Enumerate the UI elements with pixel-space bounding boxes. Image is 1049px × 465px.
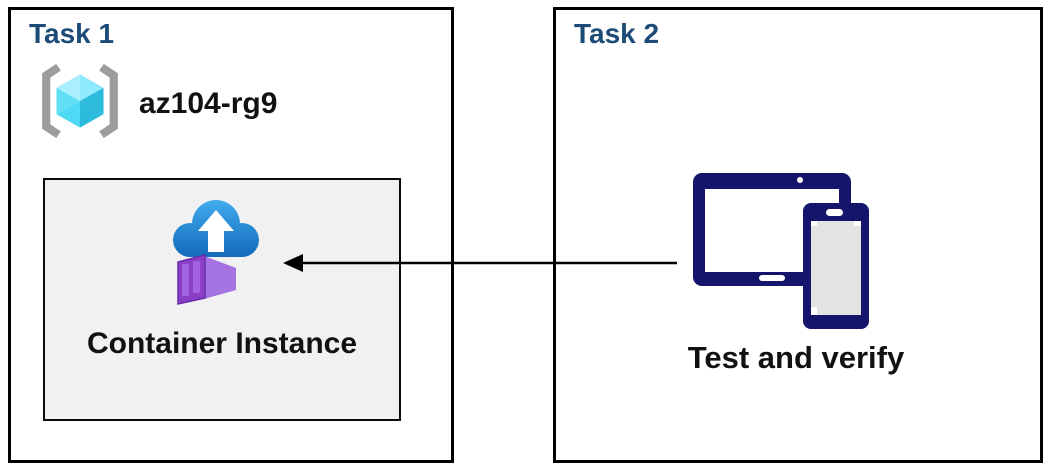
container-instance-box: Container Instance [43,178,401,421]
resource-group-name: az104-rg9 [139,86,278,120]
tablet-and-phone-icon [686,165,876,340]
container-instance-label: Container Instance [86,327,358,360]
resource-group-row: az104-rg9 [35,60,277,147]
test-and-verify-label: Test and verify [687,340,905,375]
azure-resource-group-icon [35,60,125,147]
task1-box: Task 1 az104-rg9 [8,7,454,463]
task1-title: Task 1 [29,18,115,49]
task2-box: Task 2 Test and verify [553,7,1043,463]
azure-container-instances-icon [166,194,266,311]
task2-title: Task 2 [574,18,660,49]
